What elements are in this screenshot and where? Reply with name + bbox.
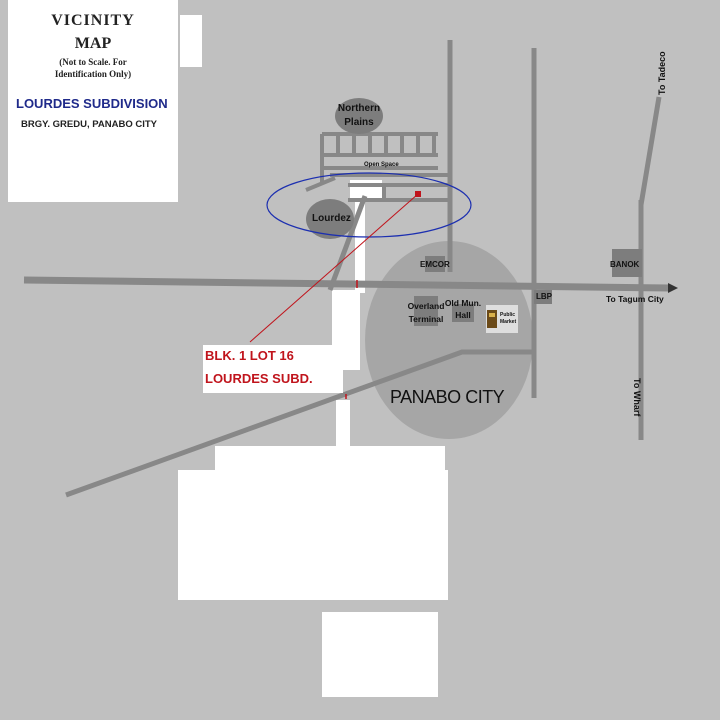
title-panel <box>8 0 178 202</box>
road-to-tadeco <box>638 96 662 206</box>
road-diagonal <box>65 349 534 498</box>
open-space-label: Open Space <box>364 162 399 168</box>
callout-line-2: LOURDES SUBD. <box>205 371 313 386</box>
panabo-city-area <box>365 241 533 439</box>
scale-note-2: Identification Only) <box>54 69 132 79</box>
callout-line-1: BLK. 1 LOT 16 <box>205 348 294 363</box>
panabo-city-label: PANABO CITY <box>390 387 505 407</box>
northern-plains-marker <box>335 98 383 134</box>
to-wharf-label: To Wharf <box>632 378 642 417</box>
subdivision-address: BRGY. GREDU, PANABO CITY <box>21 119 158 130</box>
emcor-block <box>425 256 445 272</box>
banok-block <box>612 249 642 277</box>
northern-plains-label-1: Northern <box>337 103 381 114</box>
northern-plains-label: Northern Plains <box>335 102 383 130</box>
to-tadeco-label: To Tadeco <box>657 51 667 95</box>
old-mun-hall-block <box>452 304 474 322</box>
emcor-label: EMCOR <box>420 260 450 269</box>
overland-terminal-label: Overland Terminal <box>404 300 448 326</box>
public-market-label-1: Public <box>500 312 516 318</box>
map-title: VICINITY <box>51 12 135 29</box>
white-patch <box>180 15 202 67</box>
lourdez-marker <box>306 199 354 239</box>
lbp-label: LBP <box>536 292 552 301</box>
overland-label-1: Overland <box>407 301 445 311</box>
callout-leader-line <box>249 193 419 343</box>
road-to-subdivision <box>327 195 368 291</box>
white-patch <box>322 612 438 697</box>
arrow-right-icon <box>668 283 678 293</box>
white-patch <box>215 446 445 472</box>
banok-label: BANOK <box>610 260 640 269</box>
overland-terminal-block <box>414 296 438 326</box>
white-patch <box>336 400 350 446</box>
subdivision-highlight-ellipse <box>266 172 472 238</box>
white-patch <box>178 470 448 600</box>
public-market-label-2: Market <box>500 319 517 325</box>
scale-note-1: (Not to Scale. For <box>59 57 127 67</box>
public-market-label: Public Market <box>500 312 516 326</box>
map-title-2: MAP <box>74 35 112 52</box>
old-mun-label-1: Old Mun. <box>444 298 482 308</box>
old-mun-label-2: Hall <box>455 310 471 320</box>
overland-label-2: Terminal <box>408 314 444 324</box>
subdivision-street-grid <box>305 132 450 202</box>
northern-plains-label-2: Plains <box>344 117 374 128</box>
lot-callout: BLK. 1 LOT 16 LOURDES SUBD. <box>203 345 343 393</box>
subdivision-name: LOURDES SUBDIVISION <box>16 96 168 111</box>
market-building-icon <box>487 310 497 328</box>
main-highway <box>23 276 671 292</box>
lbp-block <box>534 290 552 304</box>
lourdez-label: Lourdez <box>312 213 351 224</box>
to-tagum-label: To Tagum City <box>606 294 664 304</box>
old-mun-hall-label: Old Mun. Hall <box>442 297 484 321</box>
